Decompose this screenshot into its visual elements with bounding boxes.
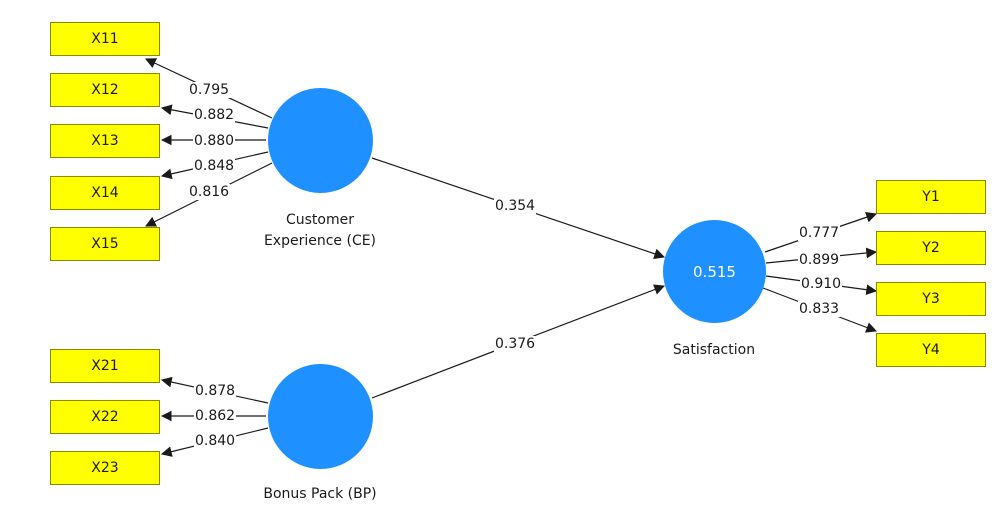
loading-label-x11: 0.795 [188, 82, 231, 98]
indicator-y4[interactable]: Y4 [876, 333, 986, 367]
indicator-y2[interactable]: Y2 [876, 231, 986, 265]
loading-label-x23: 0.840 [194, 433, 237, 449]
loading-label-y1: 0.777 [798, 225, 841, 241]
loading-label-x22: 0.862 [194, 408, 237, 424]
construct-customer-experience[interactable] [268, 88, 373, 193]
loading-label-x15: 0.816 [188, 184, 231, 200]
satisfaction-r2-value: 0.515 [693, 262, 736, 281]
indicator-x21[interactable]: X21 [50, 349, 160, 383]
indicator-y3[interactable]: Y3 [876, 282, 986, 316]
construct-ce-label: Customer Experience (CE) [240, 210, 400, 252]
indicator-x14[interactable]: X14 [50, 176, 160, 210]
loading-label-x14: 0.848 [193, 158, 236, 174]
indicator-x13[interactable]: X13 [50, 124, 160, 158]
indicator-x12[interactable]: X12 [50, 73, 160, 107]
loading-label-x21: 0.878 [194, 383, 237, 399]
loading-label-x13: 0.880 [193, 133, 236, 149]
indicator-x23[interactable]: X23 [50, 451, 160, 485]
construct-satisfaction-label: Satisfaction [672, 342, 756, 358]
construct-bp-label: Bonus Pack (BP) [263, 486, 377, 502]
indicator-x22[interactable]: X22 [50, 400, 160, 434]
loading-label-y2: 0.899 [798, 252, 841, 268]
construct-ce-label-line1: Customer [285, 212, 354, 228]
loading-label-y4: 0.833 [798, 301, 841, 317]
construct-ce-label-line2: Experience (CE) [263, 233, 377, 249]
path-coefficient-ce-satisfaction: 0.354 [494, 198, 537, 214]
loading-label-y3: 0.910 [800, 276, 843, 292]
loading-label-x12: 0.882 [193, 107, 236, 123]
indicator-y1[interactable]: Y1 [876, 180, 986, 214]
construct-bonus-pack[interactable] [268, 364, 373, 469]
construct-satisfaction[interactable]: 0.515 [663, 220, 766, 323]
indicator-x15[interactable]: X15 [50, 227, 160, 261]
indicator-x11[interactable]: X11 [50, 22, 160, 56]
path-coefficient-bp-satisfaction: 0.376 [494, 336, 537, 352]
